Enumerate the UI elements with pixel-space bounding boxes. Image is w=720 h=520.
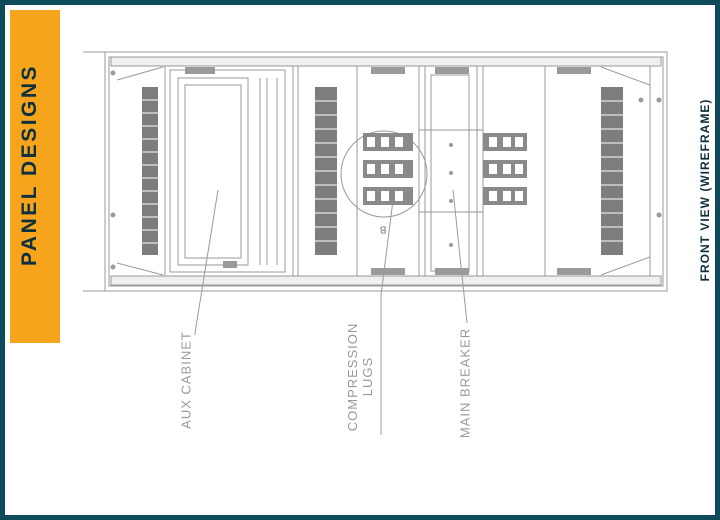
- detail-bubble-label: B: [379, 223, 387, 235]
- compression-lugs-label-line2: LUGS: [360, 357, 375, 397]
- top-rail: [110, 56, 662, 67]
- compression-lugs-label-line1: COMPRESSION: [345, 322, 360, 432]
- compression-lugs-detail-circle: [340, 130, 428, 218]
- compression-lugs-leader: [380, 199, 394, 435]
- view-title: FRONT VIEW (WIREFRAME): [698, 98, 712, 282]
- compression-lugs-label: COMPRESSION LUGS: [345, 323, 375, 432]
- aux-cabinet-leader: [194, 189, 219, 335]
- aux-cabinet-label: AUX CABINET: [178, 331, 194, 429]
- main-breaker-leader: [452, 189, 468, 324]
- aux-cabinet-outline: [169, 69, 286, 273]
- section-badge: [10, 10, 60, 343]
- main-breaker-label: MAIN BREAKER: [457, 327, 473, 439]
- left-bus-bar: [142, 87, 158, 255]
- mounting-brackets: [185, 67, 591, 275]
- bolts: [110, 70, 662, 270]
- panel-wireframe-drawing: [83, 51, 668, 435]
- bottom-rail: [110, 275, 662, 286]
- enclosure-outline: [104, 51, 668, 292]
